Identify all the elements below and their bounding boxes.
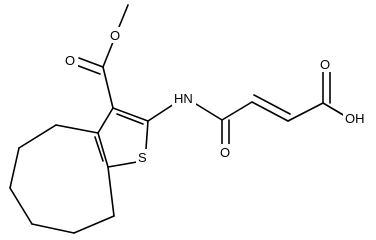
bond-c2-s: [145, 120, 149, 150]
bond-nh-amide: [195, 103, 223, 121]
bond-o-carbonyl: [102, 41, 114, 68]
bond-c7a-c3a: [97, 132, 109, 168]
bond-c3a-r1: [55, 124, 99, 134]
amine-label: HN: [174, 91, 193, 106]
bond-carbonyl-c3: [102, 66, 114, 109]
bond-c3a-c3: [97, 107, 114, 134]
bond-r3-r4: [9, 187, 33, 225]
bonds: [9, 4, 346, 234]
sulfur-label: S: [138, 150, 147, 165]
bond-r2-r3: [9, 147, 20, 189]
amide-oxygen-label: O: [220, 145, 230, 160]
bond-c3-c2: [112, 107, 149, 122]
bond-c7a-c3a-inner: [94, 136, 104, 162]
bond-c2-nh: [147, 103, 175, 122]
carbonyl-oxygen-label: O: [65, 53, 75, 68]
bond-s-c7a: [107, 161, 138, 168]
bond-carbonyl-double-2: [75, 64, 101, 75]
bond-methyl-o: [118, 4, 129, 28]
bond-acid-oh: [322, 102, 346, 117]
bond-carbonyl-double-1: [78, 57, 104, 68]
bond-r6-c7a: [107, 166, 115, 217]
hydroxyl-label: OH: [345, 111, 365, 126]
bond-c3-c2-inner: [116, 113, 144, 125]
atom-labels: O O HN S O O OH: [62, 27, 371, 165]
ester-oxygen-label: O: [110, 28, 120, 43]
bond-r5-r6: [73, 215, 115, 234]
bond-r1-r2: [18, 124, 57, 149]
bond-alkene-1: [251, 101, 289, 122]
bond-r4-r5: [31, 223, 75, 234]
bond-amide-alkene: [221, 101, 253, 121]
bond-alkene-acid: [287, 102, 324, 122]
acid-carbonyl-oxygen-label: O: [320, 57, 330, 72]
bond-alkene-2: [253, 94, 291, 115]
